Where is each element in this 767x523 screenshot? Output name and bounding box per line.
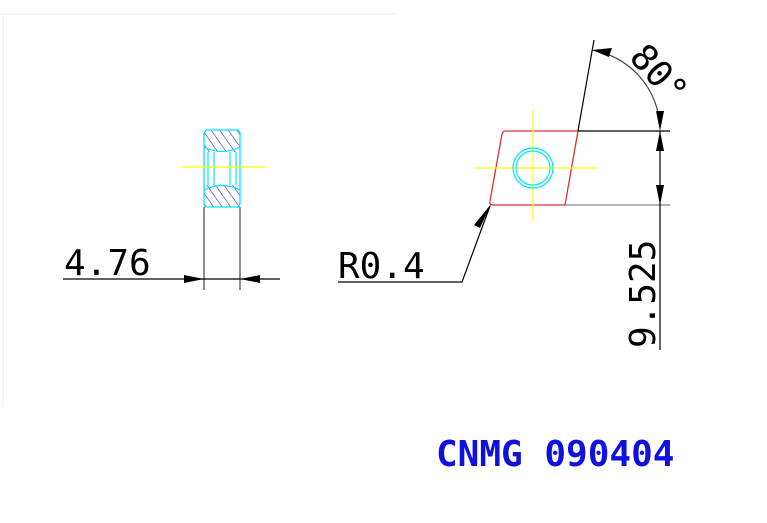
arrow-icon xyxy=(592,48,612,57)
ic-dimension: 9.525 xyxy=(565,130,670,350)
radius-leader: R0.4 xyxy=(338,204,491,287)
hole-outer xyxy=(512,147,554,189)
side-outline xyxy=(203,129,241,208)
insert-outline xyxy=(489,130,579,206)
thickness-dimension: 4.76 xyxy=(63,207,280,290)
arrow-icon xyxy=(656,131,664,151)
ic-label: 9.525 xyxy=(623,240,664,348)
hatch-top xyxy=(204,130,240,152)
arrow-icon xyxy=(656,111,664,131)
hatch-bottom xyxy=(204,185,240,207)
arrow-icon xyxy=(474,204,491,228)
arrow-icon xyxy=(240,275,260,283)
insert-designation: CNMG 090404 xyxy=(436,434,674,475)
angle-label: 80° xyxy=(621,37,695,113)
arrow-icon xyxy=(656,185,664,205)
thickness-label: 4.76 xyxy=(64,243,151,284)
angle-dimension: 80° xyxy=(577,37,695,132)
radius-label: R0.4 xyxy=(338,246,425,287)
top-view xyxy=(475,110,597,221)
side-view xyxy=(182,129,266,208)
arrow-icon xyxy=(184,275,204,283)
hole-inner xyxy=(515,150,551,186)
